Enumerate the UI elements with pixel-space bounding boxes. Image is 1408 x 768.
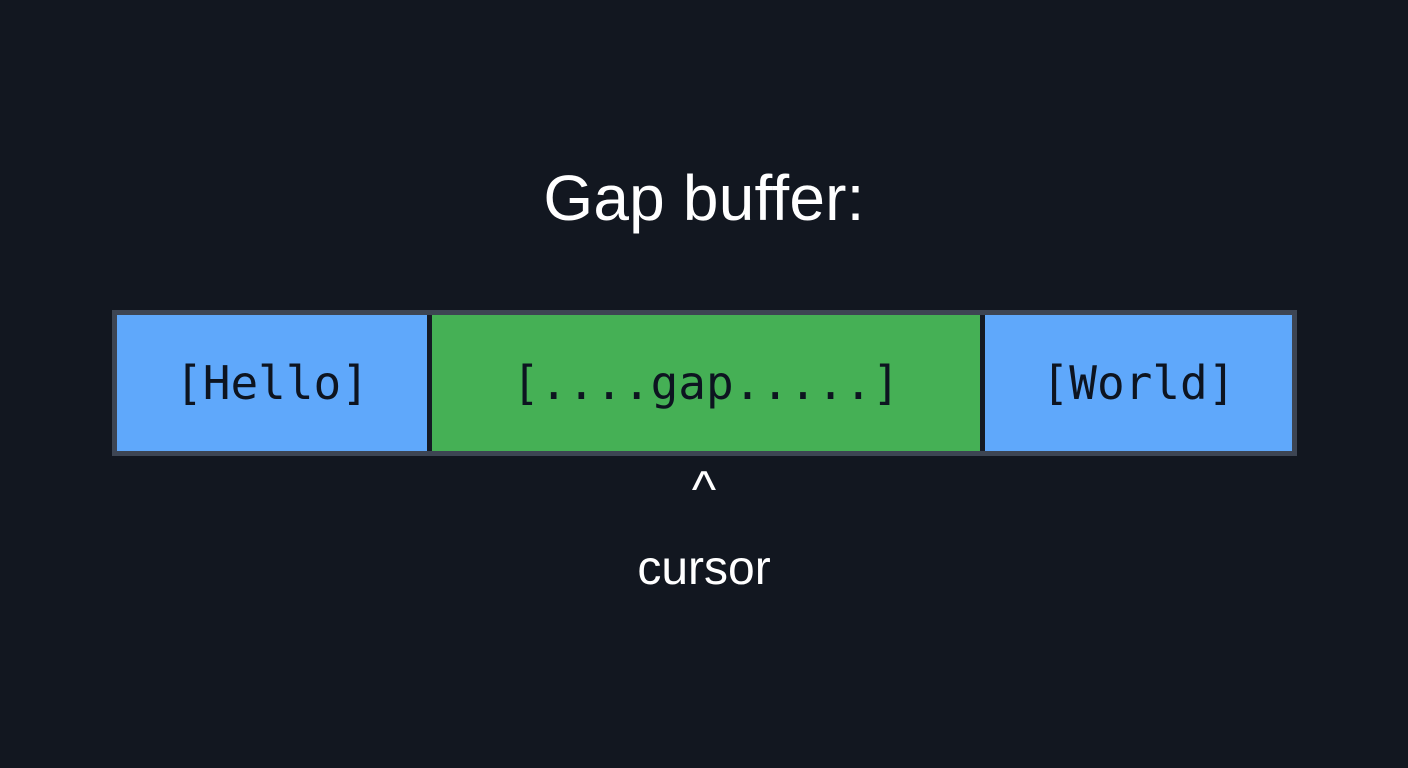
cursor-label: cursor (637, 542, 771, 595)
buffer-segment-gap: [....gap.....] (432, 315, 980, 451)
buffer-segment-right-text: [World] (985, 315, 1292, 451)
buffer-segment-left-text: [Hello] (117, 315, 427, 451)
cursor-caret-icon: ^ (691, 461, 717, 519)
page-title: Gap buffer: (543, 162, 865, 234)
gap-buffer-bar: [Hello] [....gap.....] [World] (112, 310, 1297, 456)
